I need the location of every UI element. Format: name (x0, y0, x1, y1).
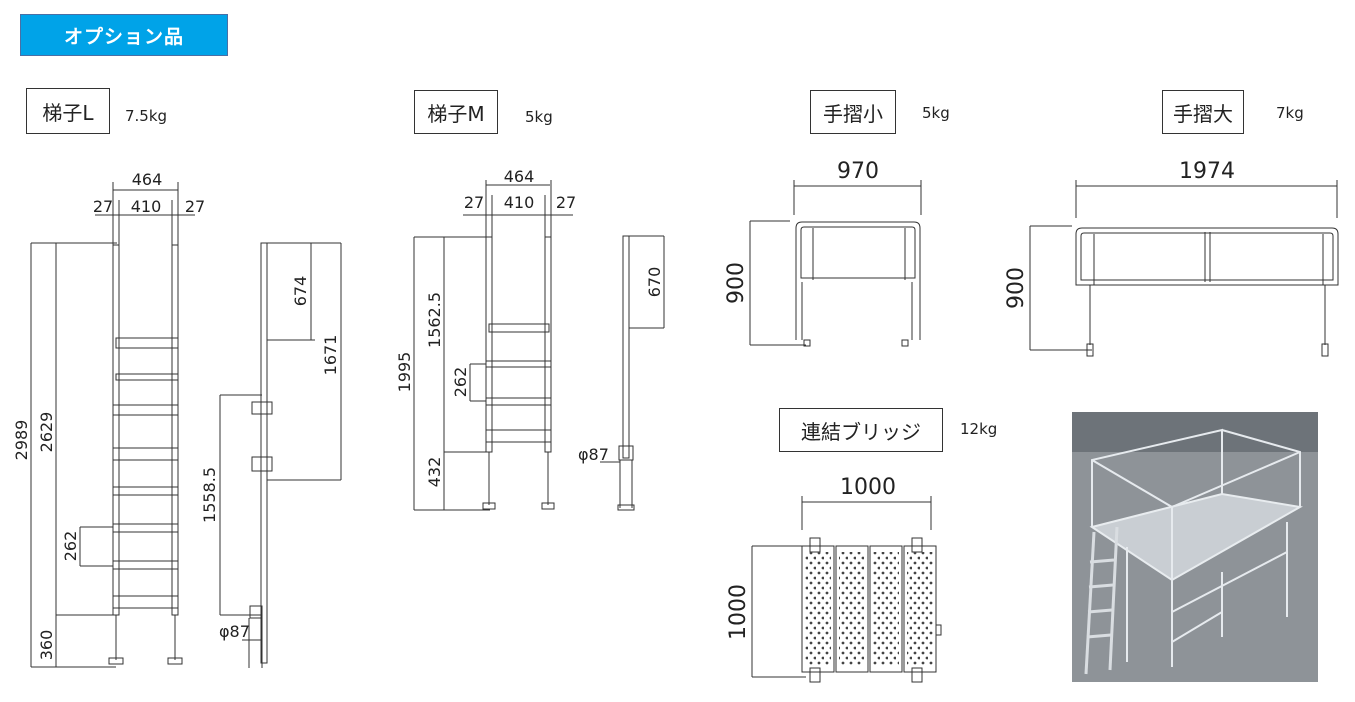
ladder-l-leg-height: 360 (37, 630, 56, 661)
ladder-m-right-post: 27 (556, 193, 576, 212)
section-header: オプション品 (20, 14, 228, 56)
ladder-m-step-pitch: 262 (451, 367, 470, 398)
bridge-perforations (805, 552, 933, 666)
handrail-small-width: 970 (837, 159, 879, 184)
ladder-m-pipe-dia: φ87 (578, 445, 609, 464)
ladder-l-side-upper: 674 (291, 276, 310, 307)
ladder-m-side-upper: 670 (645, 267, 664, 298)
handrail-large-drawing (1029, 180, 1339, 357)
ladder-l-side-total: 1671 (321, 335, 340, 376)
weight-ladder-l: 7.5kg (125, 107, 168, 125)
weight-handrail-small: 5kg (922, 104, 950, 122)
ladder-l-total-width: 464 (132, 170, 163, 189)
label-ladder-l: 梯子L (26, 88, 110, 134)
ladder-m-left-post: 27 (464, 193, 484, 212)
bridge-width: 1000 (840, 475, 896, 500)
ladder-m-inner-width: 410 (504, 193, 535, 212)
ladder-l-front-drawing (30, 182, 195, 668)
label-handrail-large: 手摺大 (1162, 90, 1244, 134)
ladder-l-frame-height: 2629 (37, 412, 56, 453)
product-photo (1072, 412, 1318, 682)
ladder-m-leg-height: 432 (425, 457, 444, 488)
ladder-l-pipe-dia: φ87 (219, 622, 250, 641)
weight-bridge: 12kg (960, 420, 998, 438)
ladder-m-side-drawing (600, 235, 665, 511)
ladder-m-total-width: 464 (504, 167, 535, 186)
ladder-l-overall-height: 2989 (12, 420, 31, 461)
ladder-m-frame-height: 1562.5 (425, 292, 444, 348)
handrail-large-height: 900 (1004, 267, 1029, 309)
ladder-l-inner-width: 410 (131, 197, 162, 216)
bridge-height: 1000 (726, 584, 751, 640)
ladder-l-right-post: 27 (185, 197, 205, 216)
label-handrail-small: 手摺小 (810, 90, 896, 134)
ladder-l-left-post: 27 (93, 197, 113, 216)
ladder-l-side-lower: 1558.5 (200, 467, 219, 523)
ladder-l-side-drawing (219, 242, 342, 668)
label-ladder-m: 梯子M (414, 90, 498, 134)
label-bridge: 連結ブリッジ (779, 408, 943, 452)
bridge-drawing (751, 496, 942, 683)
handrail-small-drawing (749, 180, 922, 347)
handrail-large-width: 1974 (1179, 159, 1235, 184)
ladder-l-step-pitch: 262 (61, 531, 80, 562)
ladder-m-overall-height: 1995 (395, 352, 414, 393)
weight-handrail-large: 7kg (1276, 104, 1304, 122)
handrail-small-height: 900 (724, 262, 749, 304)
weight-ladder-m: 5kg (525, 108, 553, 126)
ladder-m-front-drawing (413, 180, 573, 511)
